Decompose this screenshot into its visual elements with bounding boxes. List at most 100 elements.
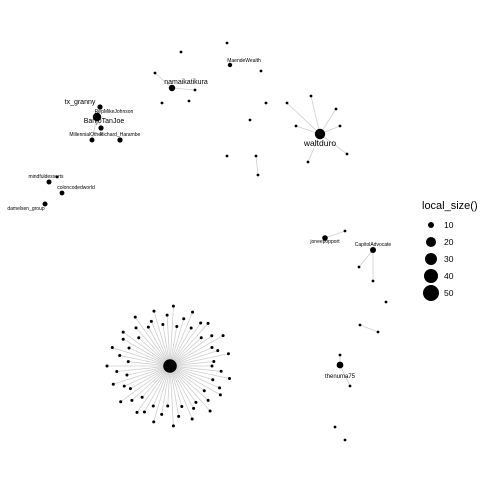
edge (324, 230, 346, 239)
edge (123, 338, 171, 367)
legend-label: 10 (444, 220, 454, 230)
node (127, 346, 131, 350)
edge (124, 365, 171, 387)
edge (169, 335, 224, 367)
legend-item-10: 10 (418, 218, 498, 234)
edge (148, 326, 171, 367)
edge (134, 316, 171, 367)
edge (144, 365, 171, 413)
edge (169, 306, 174, 367)
node (55, 175, 59, 179)
edge (154, 72, 173, 89)
edge (169, 365, 213, 381)
legend-dot (425, 253, 437, 265)
node (254, 154, 258, 158)
node (338, 124, 342, 128)
node (345, 152, 349, 156)
node (166, 404, 170, 408)
edge (169, 318, 185, 367)
edge (141, 365, 171, 398)
edge (153, 310, 171, 367)
edge (169, 365, 221, 396)
node (161, 323, 165, 327)
edge (286, 102, 321, 135)
node (343, 229, 347, 233)
node (134, 326, 138, 330)
node (126, 360, 130, 364)
node (125, 373, 129, 377)
node (187, 99, 191, 103)
node-label: RepMikeJohnson (95, 109, 134, 115)
node (152, 420, 156, 424)
graph-edges (91, 72, 379, 426)
node (256, 173, 260, 177)
node (111, 382, 115, 386)
edge (319, 133, 348, 155)
edge (169, 365, 174, 426)
node (333, 425, 337, 429)
node (376, 330, 380, 334)
node (179, 50, 183, 54)
node (140, 395, 144, 399)
node (259, 69, 263, 73)
legend-label: 50 (444, 288, 454, 298)
edge (169, 365, 211, 412)
edge (116, 365, 171, 372)
legend-item-40: 40 (418, 269, 498, 285)
legend-title: local_size() (422, 200, 478, 212)
node (227, 376, 231, 380)
edge (161, 365, 171, 415)
node-label: waltduro (303, 138, 336, 148)
legend-label: 40 (444, 271, 454, 281)
node (121, 330, 125, 334)
edge (169, 327, 192, 367)
node (322, 235, 328, 241)
node (110, 345, 114, 349)
edge (169, 365, 197, 403)
node (348, 384, 352, 388)
edge (113, 365, 171, 385)
node (121, 337, 125, 341)
node (338, 353, 342, 357)
node-label: MaendeWealth (227, 58, 261, 64)
node-label: mindfuldesserts (28, 174, 64, 180)
edge (119, 355, 171, 367)
edge (169, 365, 183, 407)
node (210, 334, 214, 338)
legend-dot (428, 222, 434, 228)
node (137, 336, 141, 340)
legend-item-20: 20 (418, 235, 498, 251)
node-label: damelsen_group (7, 206, 44, 212)
node (168, 84, 176, 92)
legend-dot (424, 269, 438, 283)
edge (153, 365, 171, 422)
node (160, 101, 164, 105)
node (117, 137, 123, 143)
node (135, 410, 139, 414)
node (98, 125, 104, 131)
node (171, 424, 175, 428)
edge (310, 95, 321, 135)
node (226, 352, 230, 356)
legend-dot (423, 285, 439, 301)
node (89, 137, 95, 143)
node (384, 300, 388, 304)
node (163, 359, 177, 373)
node (218, 393, 222, 397)
edge (150, 321, 171, 367)
node (42, 201, 48, 207)
edge (255, 155, 259, 176)
node (357, 265, 361, 269)
edge (122, 331, 171, 367)
node-label: MillennialOther (69, 132, 103, 138)
legend-dot (426, 237, 436, 247)
node (225, 41, 229, 45)
node (130, 398, 134, 402)
legend-label: 30 (444, 254, 454, 264)
node (115, 370, 119, 374)
node (248, 118, 252, 122)
node (152, 309, 156, 313)
node (206, 398, 210, 402)
edge (169, 365, 230, 379)
edge (359, 324, 379, 333)
